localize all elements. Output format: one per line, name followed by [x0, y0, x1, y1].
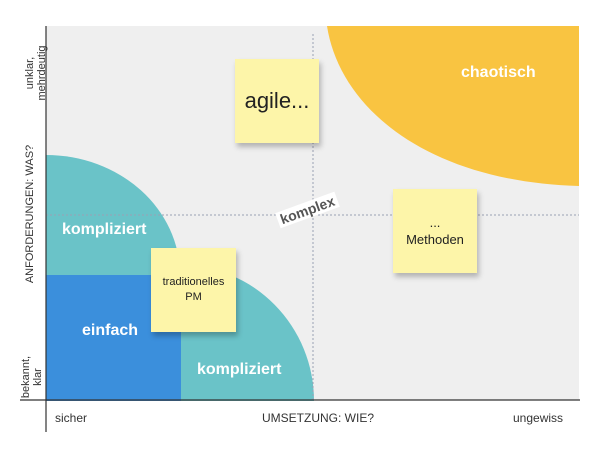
complicated-left-label: kompliziert: [62, 221, 147, 238]
agile-note-text: agile...: [244, 88, 310, 113]
methods-note-line2: Methoden: [406, 232, 464, 247]
y-axis-top-label: unklar, mehrdeutig: [24, 33, 50, 113]
simple-label: einfach: [82, 322, 139, 339]
y-axis-bottom-line2: klar: [32, 368, 44, 386]
x-axis-right-label: ungewiss: [513, 411, 564, 425]
y-axis-top-line1: unklar,: [24, 56, 36, 90]
y-axis-bottom-label: bekannt, klar: [20, 347, 46, 407]
y-axis-title: ANFORDERUNGEN: WAS?: [24, 144, 36, 284]
x-axis-title: UMSETZUNG: WIE?: [262, 411, 375, 425]
traditional-note-line1: traditionelles: [162, 276, 225, 288]
agile-note: agile...: [235, 59, 319, 143]
x-axis-left-label: sicher: [55, 411, 88, 425]
chaotic-label: chaotisch: [461, 64, 536, 81]
chaotic-zone: [327, 26, 579, 186]
methods-note: ... Methoden: [393, 189, 477, 273]
traditional-pm-note: traditionelles PM: [151, 248, 236, 332]
methods-note-line1: ...: [429, 215, 441, 230]
y-axis-top-line2: mehrdeutig: [36, 45, 48, 101]
complicated-zone-left: [46, 155, 180, 275]
complicated-bottom-label: kompliziert: [197, 361, 282, 378]
y-axis-bottom-line1: bekannt,: [20, 355, 32, 399]
traditional-note-line2: PM: [185, 291, 202, 303]
